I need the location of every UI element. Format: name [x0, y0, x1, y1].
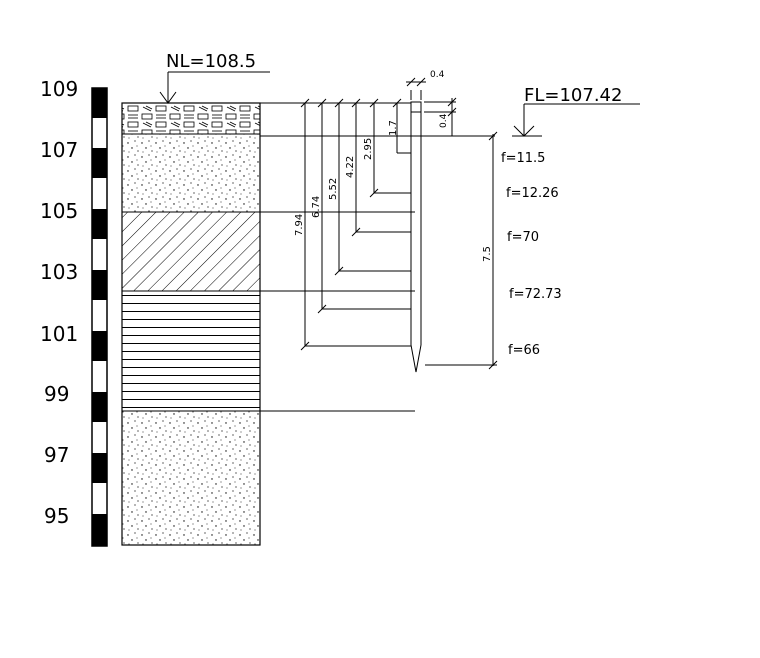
depth-label: 6.74	[311, 196, 322, 218]
elevation-label: 99	[44, 382, 69, 406]
elevation-label: 97	[44, 443, 69, 467]
embed-top-label: 1.7	[388, 120, 399, 136]
elevation-label: 103	[40, 260, 78, 284]
elevation-label: 109	[40, 77, 78, 101]
depth-dimension-chain	[300, 98, 411, 351]
depth-label: 4.22	[345, 156, 356, 178]
pile-length-dimension	[425, 131, 498, 370]
friction-label: f=70	[507, 230, 539, 245]
elevation-label: 95	[44, 504, 69, 528]
elevation-ruler	[91, 87, 108, 547]
soil-layer-clay	[122, 212, 260, 291]
depth-label: 5.52	[328, 178, 339, 200]
pile	[410, 101, 422, 373]
foundation-level-label: FL=107.42	[524, 85, 622, 106]
foundation-level-marker: FL=107.42	[512, 85, 640, 137]
cap-height-label: 0.4	[439, 113, 449, 128]
soil-layer-sand	[122, 134, 260, 212]
elevation-label: 107	[40, 138, 78, 162]
friction-label: f=12.26	[506, 186, 559, 201]
depth-label: 2.95	[363, 138, 374, 160]
soil-layer-sand-lower	[122, 411, 260, 545]
soil-layer-silt	[122, 291, 260, 411]
natural-level-label: NL=108.5	[166, 51, 256, 72]
pile-cap-dimensions	[392, 77, 457, 154]
soil-column	[121, 102, 261, 546]
depth-label: 7.94	[294, 214, 305, 236]
natural-level-marker: NL=108.5	[159, 51, 270, 104]
pile-length-label: 7.5	[482, 246, 493, 262]
friction-label: f=66	[508, 343, 540, 358]
friction-label: f=72.73	[509, 287, 562, 302]
friction-label: f=11.5	[501, 151, 545, 166]
elevation-label: 101	[40, 322, 78, 346]
cap-width-label: 0.4	[430, 70, 445, 80]
soil-layer-fill	[122, 103, 260, 134]
elevation-label: 105	[40, 199, 78, 223]
